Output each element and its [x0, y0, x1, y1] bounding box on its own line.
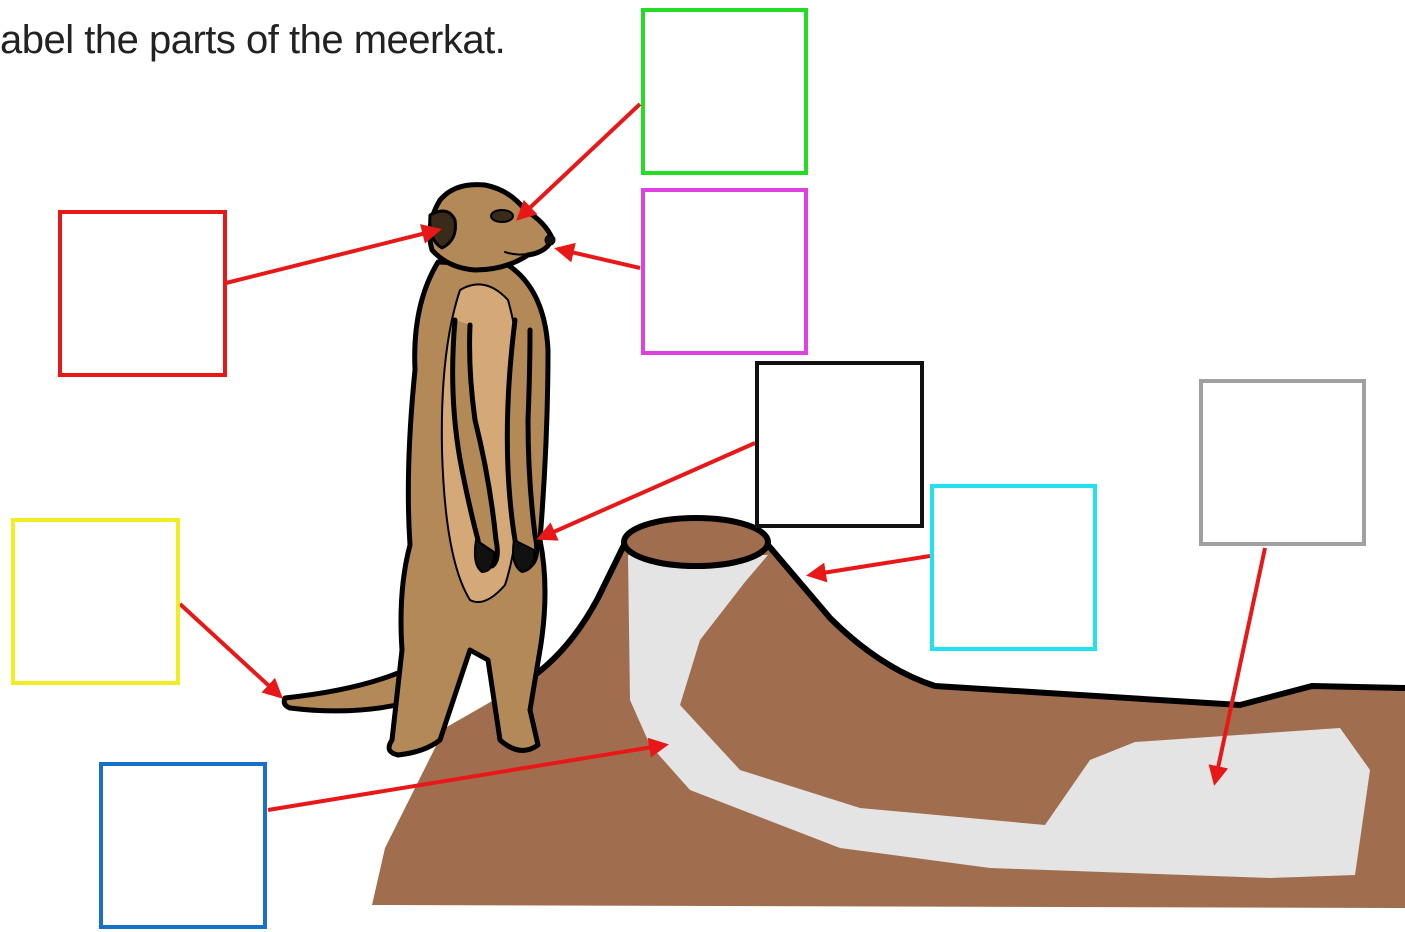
- label-box-yellow[interactable]: [11, 518, 180, 685]
- instruction-text: abel the parts of the meerkat.: [0, 18, 506, 62]
- label-box-green[interactable]: [641, 8, 808, 175]
- arrow-magenta-to-nose: [554, 242, 641, 270]
- meerkat-left-paw: [473, 539, 495, 573]
- arrow-blue-to-tunnel: [267, 737, 669, 812]
- meerkat-nose: [544, 234, 556, 246]
- meerkat-tail: [281, 667, 413, 714]
- meerkat-right-paw: [512, 539, 536, 573]
- arrow-green-to-eye: [516, 102, 642, 221]
- arrow-gray-to-chamber: [1208, 547, 1267, 786]
- arrow-black-to-paw: [536, 441, 756, 541]
- meerkat-mouth: [504, 249, 541, 256]
- label-box-cyan[interactable]: [930, 484, 1097, 651]
- tunnel: [628, 555, 1370, 878]
- arrow-red-to-ear: [225, 224, 442, 285]
- label-box-black[interactable]: [755, 361, 924, 528]
- pointer-arrows: [178, 102, 1267, 812]
- burrow-entrance: [621, 515, 771, 569]
- label-box-gray[interactable]: [1199, 379, 1366, 546]
- label-box-red[interactable]: [58, 210, 227, 377]
- arrow-cyan-to-mound: [806, 554, 931, 583]
- meerkat-eye: [490, 209, 514, 223]
- label-boxes: [11, 8, 1366, 929]
- label-box-blue[interactable]: [99, 762, 267, 929]
- arrow-yellow-to-tail: [178, 602, 283, 699]
- meerkat: [281, 182, 556, 758]
- label-box-magenta[interactable]: [641, 188, 808, 355]
